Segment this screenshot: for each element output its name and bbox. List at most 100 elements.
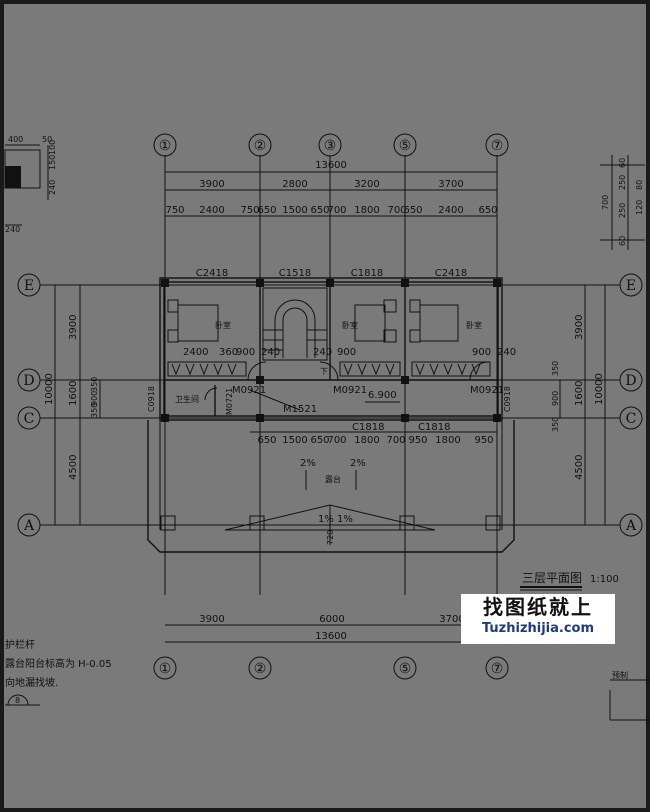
right-dim-250-b: 250 xyxy=(618,203,627,218)
window-label-top-0: C2418 xyxy=(196,268,228,279)
window-label-top-3: C2418 xyxy=(435,268,467,279)
lower-window-c1818-a: C1818 xyxy=(352,422,384,433)
side-dims-right xyxy=(559,285,606,525)
inner-dim-4: 240 xyxy=(313,347,332,358)
side-small-left-2: 350 xyxy=(90,403,99,418)
side-total-right: 10000 xyxy=(594,373,605,405)
door-label-m0921-mid: M0921 xyxy=(333,385,367,396)
top-dim-2-10: 2400 xyxy=(438,205,463,216)
slope-label-2: 1% xyxy=(318,514,334,525)
top-dim-1-3: 3700 xyxy=(438,179,463,190)
closets xyxy=(167,361,491,377)
side-total-left: 10000 xyxy=(44,373,55,405)
side-dim-right-0: 3900 xyxy=(574,315,585,340)
watermark-en: Tuzhizhijia.com xyxy=(481,621,595,636)
room-label-bedroom-3: 卧室 xyxy=(466,320,482,330)
lower-dim-7: 1800 xyxy=(435,435,460,446)
stair xyxy=(262,287,328,361)
top-dim-2-2: 750 xyxy=(240,205,259,216)
left-dim-240: 240 xyxy=(48,180,57,195)
axis-bubble-right-1: D xyxy=(625,373,636,389)
lower-window-c1818-b: C1818 xyxy=(418,422,450,433)
right-dim-120: 120 xyxy=(635,200,644,215)
left-dim-400: 400 xyxy=(8,135,23,144)
axis-bubble-left-2: C xyxy=(24,411,35,427)
axis-bubble-bottom-2: ⑤ xyxy=(399,661,412,677)
right-note: 预制 xyxy=(612,670,628,680)
side-small-left-0: 350 xyxy=(90,377,99,392)
top-dim-2-11: 650 xyxy=(478,205,497,216)
window-label-top-1: C1518 xyxy=(279,268,311,279)
bottom-dim-720: 720 xyxy=(326,530,335,545)
left-detail-block xyxy=(4,144,49,226)
top-dim-2-1: 2400 xyxy=(199,205,224,216)
door-label-m0921-right: M0921 xyxy=(470,385,504,396)
lower-dim-4: 1800 xyxy=(354,435,379,446)
top-dim-2-4: 1500 xyxy=(282,205,307,216)
lower-dim-8: 950 xyxy=(474,435,493,446)
window-label-c0918-right: C0918 xyxy=(503,386,512,412)
door-label-m0921-left: M0921 xyxy=(232,385,266,396)
top-dim-2-5: 650 xyxy=(310,205,329,216)
side-dim-right-2: 4500 xyxy=(574,455,585,480)
side-dim-left-0: 3900 xyxy=(68,315,79,340)
inner-dim-3: 240 xyxy=(261,347,280,358)
axis-bubble-bottom-0: ① xyxy=(159,661,172,677)
elevation-label: 6.900 xyxy=(368,390,397,401)
top-dim-1-0: 3900 xyxy=(199,179,224,190)
lower-dim-1: 1500 xyxy=(282,435,307,446)
terrace-outline xyxy=(147,420,515,553)
axis-bubble-top-3: ⑤ xyxy=(399,138,412,154)
top-dim-2-3: 650 xyxy=(257,205,276,216)
axis-bubble-left-0: E xyxy=(24,278,34,294)
inner-dim-6: 900 xyxy=(472,347,491,358)
side-small-right-0: 350 xyxy=(551,361,560,376)
slope-label-1: 2% xyxy=(350,458,366,469)
side-small-left-1: 900 xyxy=(90,391,99,406)
axis-bubbles-bottom: ① ② ⑤ ⑦ xyxy=(153,656,509,680)
side-small-right-2: 350 xyxy=(551,417,560,432)
axis-bubble-bottom-3: ⑦ xyxy=(491,661,504,677)
right-dim-60: 60 xyxy=(618,158,627,168)
axis-bubble-top-0: ① xyxy=(159,138,172,154)
watermark-banner: 找图纸就上 Tuzhizhijia.com xyxy=(461,594,615,644)
plan-title: 三层平面图 xyxy=(522,571,582,585)
lower-dim-2: 650 xyxy=(310,435,329,446)
top-dim-2-8: 700 xyxy=(387,205,406,216)
right-note-box xyxy=(609,679,650,721)
inner-dim-1: 360 xyxy=(219,347,238,358)
room-label-bedroom-2: 卧室 xyxy=(342,320,358,330)
top-dimension-lines xyxy=(165,171,497,217)
room-label-terrace: 露台 xyxy=(325,474,341,484)
lower-dim-5: 700 xyxy=(386,435,405,446)
axis-bubble-right-3: A xyxy=(625,518,637,534)
inner-dim-0: 2400 xyxy=(183,347,208,358)
axis-bubble-top-4: ⑦ xyxy=(491,138,504,154)
side-dim-left-2: 4500 xyxy=(68,455,79,480)
axis-bubble-top-1: ② xyxy=(254,138,267,154)
axis-bubble-bottom-1: ② xyxy=(254,661,267,677)
door-label-m1521: M1521 xyxy=(283,404,317,415)
beds xyxy=(167,299,459,343)
inner-dim-2: 900 xyxy=(236,347,255,358)
bottom-dim-1: 6000 xyxy=(319,614,344,625)
top-dim-2-0: 750 xyxy=(165,205,184,216)
right-dim-80: 80 xyxy=(635,180,644,190)
left-dim-100: 100 xyxy=(48,140,57,155)
right-dim-250: 250 xyxy=(618,175,627,190)
right-detail-block xyxy=(600,155,645,250)
window-labels-top: C2418 C1518 C1818 C2418 xyxy=(196,268,467,279)
window-label-top-2: C1818 xyxy=(351,268,383,279)
circle-note: 8 xyxy=(15,696,20,705)
side-dims-left xyxy=(54,285,101,525)
total-width-top: 13600 xyxy=(315,160,347,171)
door-label-m0721: M0721 xyxy=(225,388,234,415)
side-dim-left-1: 1600 xyxy=(68,381,79,406)
axis-bubble-left-1: D xyxy=(23,373,34,389)
bottom-dim-0: 3900 xyxy=(199,614,224,625)
top-dim-2-6: 700 xyxy=(327,205,346,216)
